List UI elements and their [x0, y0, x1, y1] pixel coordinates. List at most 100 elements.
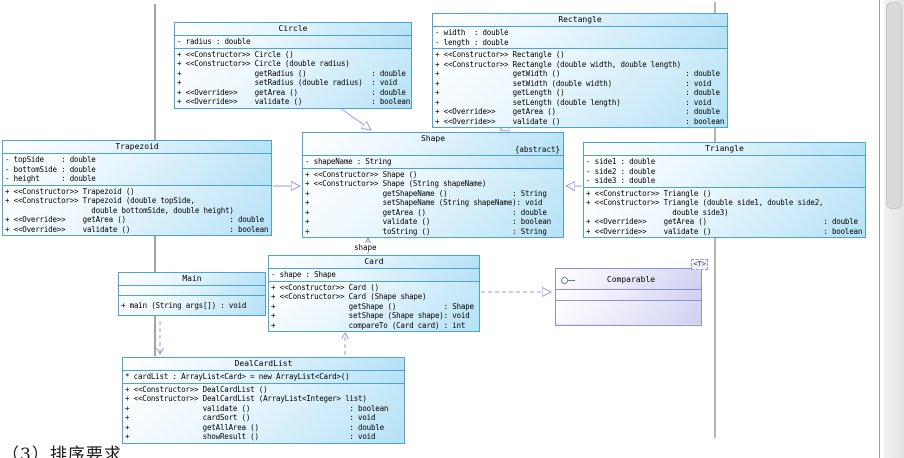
- attribute-row: * cardList : ArrayList<Card> = new Array…: [125, 372, 350, 381]
- method-row: + setRadius (double radius) : void: [177, 78, 398, 87]
- method-row: + validate () : boolean: [125, 403, 389, 413]
- attribute-row: - width : double: [435, 28, 509, 37]
- class-attributes-section: - side1 : double- side2 : double- side3 …: [584, 155, 865, 187]
- method-row: + <<Override>> getArea () : double: [5, 215, 264, 224]
- class-attributes-section: - width : double- length : double: [433, 26, 727, 48]
- class-title-bar: Shape {abstract}: [303, 133, 563, 155]
- method-row: + <<Constructor>> Shape (String shapeNam…: [305, 179, 487, 188]
- class-trapezoid[interactable]: Trapezoid - topSide : double- bottomSide …: [2, 140, 272, 236]
- method-row: + setShape (Shape shape): void: [271, 311, 470, 320]
- class-methods-section: + <<Constructor>> Card ()+ <<Constructor…: [269, 280, 479, 331]
- class-title: Main: [182, 274, 202, 283]
- interface-methods-section: [556, 300, 701, 324]
- method-row: + <<Constructor>> Triangle (): [586, 188, 712, 198]
- class-methods-section: + main (String args[]) : void: [119, 295, 265, 315]
- method-row: + <<Override>> validate () : boolean: [177, 97, 411, 106]
- class-triangle[interactable]: Triangle - side1 : double- side2 : double…: [583, 142, 866, 238]
- caption-text: （3）排序要求: [2, 445, 122, 458]
- attribute-row: - bottomSide : double: [5, 164, 96, 174]
- method-row: + <<Constructor>> Trapezoid (): [5, 186, 135, 196]
- class-title-bar: Triangle: [584, 143, 865, 155]
- method-row: double bottomSide, double height): [5, 205, 234, 215]
- class-attributes-section: - shapeName : String: [303, 155, 563, 168]
- method-row: + main (String args[]) : void: [121, 301, 247, 310]
- class-card[interactable]: Card- shape : Shape+ <<Constructor>> Car…: [268, 255, 480, 332]
- method-row: + <<Constructor>> DealCardList (): [125, 384, 268, 394]
- class-title-bar: Rectangle: [433, 14, 727, 26]
- class-attributes-section: [119, 285, 265, 295]
- attribute-row: - shape : Shape: [271, 270, 336, 279]
- method-row: + <<Constructor>> Trapezoid (double topS…: [5, 196, 195, 205]
- method-row: + <<Override>> validate () : boolean: [5, 224, 269, 234]
- method-row: + cardSort () : void: [125, 413, 376, 422]
- method-row: + <<Constructor>> Circle (): [177, 49, 294, 59]
- attribute-row: - side2 : double: [586, 166, 656, 176]
- attribute-row: - length : double: [435, 37, 509, 47]
- class-methods-section: + <<Constructor>> DealCardList ()+ <<Con…: [123, 382, 404, 443]
- class-title: Shape: [420, 134, 446, 143]
- interface-lollipop-icon: [561, 276, 575, 284]
- attribute-row: - side3 : double: [586, 176, 656, 185]
- class-dealcardlist[interactable]: DealCardList * cardList : ArrayList<Card>…: [122, 357, 405, 444]
- class-title: Trapezoid: [115, 142, 159, 151]
- method-row: double side3): [586, 207, 729, 217]
- method-row: + toString () : String: [305, 226, 547, 236]
- class-attributes-section: * cardList : ArrayList<Card> = new Array…: [123, 370, 404, 383]
- method-row: + compareTo (Card card) : int: [271, 320, 466, 330]
- method-row: + showResult () : void: [125, 432, 376, 441]
- method-row: + getRadius () : double: [177, 68, 406, 78]
- class-title-bar: Card: [269, 256, 479, 268]
- attribute-row: - topSide : double: [5, 155, 96, 164]
- attribute-row: - radius : double: [177, 37, 251, 46]
- class-methods-section: + <<Constructor>> Circle ()+ <<Construct…: [175, 47, 411, 108]
- method-row: + getLength () : double: [435, 88, 720, 97]
- method-row: + <<Constructor>> Rectangle (double widt…: [435, 59, 681, 69]
- interface-title-bar: Comparable: [556, 269, 701, 289]
- class-methods-section: + <<Constructor>> Rectangle ()+ <<Constr…: [433, 48, 727, 127]
- attribute-row: - shapeName : String: [305, 157, 392, 166]
- association-label-shape: shape: [353, 243, 378, 252]
- interface-attributes-section: [556, 289, 701, 300]
- class-title: DealCardList: [234, 359, 293, 368]
- generalization-circle-shape: [335, 104, 371, 130]
- class-title-bar: Trapezoid: [3, 141, 271, 153]
- method-row: + getShape () : Shape: [271, 301, 474, 311]
- method-row: + setLength (double length) : void: [435, 97, 712, 107]
- method-row: + setWidth (double width) : void: [435, 78, 712, 88]
- class-rectangle[interactable]: Rectangle - width : double- length : doub…: [432, 13, 728, 128]
- interface-comparable[interactable]: <T> Comparable: [555, 259, 708, 326]
- template-parameter-tag: <T>: [691, 259, 708, 270]
- class-methods-section: + <<Constructor>> Shape ()+ <<Constructo…: [303, 167, 563, 237]
- class-circle[interactable]: Circle- radius : double+ <<Constructor>>…: [174, 22, 412, 109]
- method-row: + validate () : boolean: [305, 217, 551, 226]
- attribute-row: - height : double: [5, 174, 96, 183]
- method-row: + <<Override>> validate () : boolean: [435, 116, 725, 126]
- method-row: + <<Constructor>> Card (Shape shape): [271, 292, 427, 301]
- class-title-bar: Main: [119, 273, 265, 285]
- class-main[interactable]: Main + main (String args[]) : void: [118, 272, 266, 316]
- class-title: Card: [364, 257, 384, 266]
- method-row: + <<Constructor>> Card (): [271, 282, 379, 292]
- method-row: + <<Constructor>> Shape (): [305, 169, 418, 179]
- method-row: + <<Constructor>> DealCardList (ArrayLis…: [125, 394, 367, 403]
- vertical-scrollbar[interactable]: [884, 0, 904, 458]
- class-title: Triangle: [705, 144, 744, 153]
- class-shape[interactable]: Shape{abstract}- shapeName : String+ <<C…: [302, 132, 564, 238]
- method-row: + setShapeName (String shapeName): void: [305, 198, 543, 207]
- attribute-row: - side1 : double: [586, 157, 656, 166]
- class-attributes-section: - topSide : double- bottomSide : double-…: [3, 153, 271, 185]
- method-row: + getWidth () : double: [435, 69, 720, 78]
- interface-title: Comparable: [606, 274, 656, 284]
- abstract-note: {abstract}: [514, 145, 560, 154]
- method-row: + getShapeName () : String: [305, 188, 547, 198]
- class-attributes-section: - radius : double: [175, 35, 411, 48]
- scrollbar-thumb[interactable]: [886, 2, 902, 209]
- method-row: + <<Constructor>> Triangle (double side1…: [586, 198, 824, 207]
- method-row: + <<Override>> getArea () : double: [435, 107, 720, 116]
- class-attributes-section: - shape : Shape: [269, 268, 479, 281]
- class-methods-section: + <<Constructor>> Triangle ()+ <<Constru…: [584, 186, 865, 237]
- class-title: Rectangle: [558, 15, 602, 24]
- method-row: + <<Override>> getArea () : double: [586, 217, 858, 226]
- method-row: + <<Override>> getArea () : double: [177, 87, 406, 97]
